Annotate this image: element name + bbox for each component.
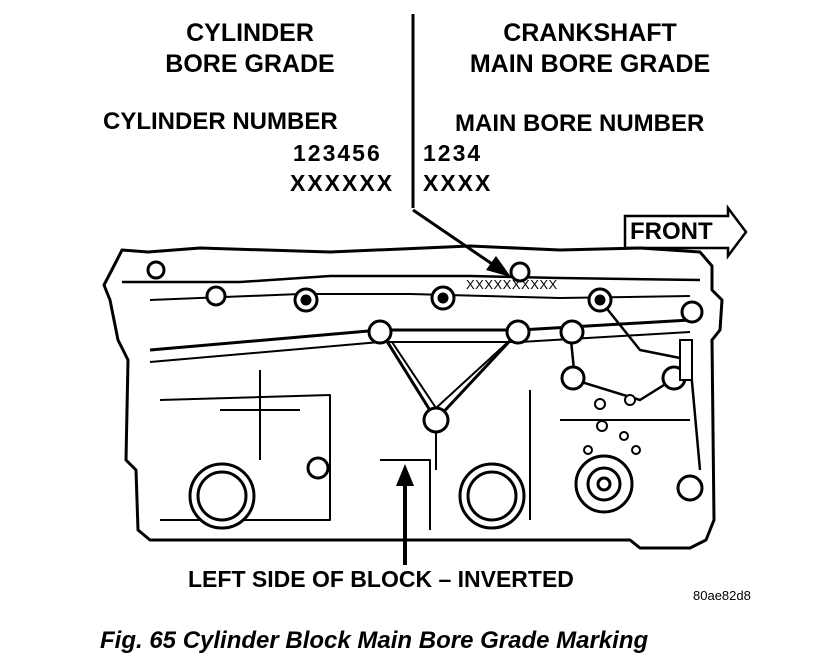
bottom-callout: LEFT SIDE OF BLOCK – INVERTED: [188, 566, 574, 592]
cylinder-numbers: 123456: [293, 140, 382, 166]
front-label: FRONT: [630, 218, 713, 245]
left-header-line2: BORE GRADE: [165, 50, 335, 78]
right-side-features: [583, 339, 693, 455]
right-header-line1: CRANKSHAFT: [503, 19, 677, 47]
right-header: CRANKSHAFT MAIN BORE GRADE: [430, 18, 750, 80]
main-bores: [188, 454, 634, 530]
main-bore-marks: XXXX: [423, 170, 493, 196]
main-bore-number-label: MAIN BORE NUMBER: [455, 110, 705, 137]
pointer-arrowhead: [486, 256, 511, 277]
left-header: CYLINDER BORE GRADE: [120, 18, 380, 80]
cylinder-marks: XXXXXX: [290, 170, 395, 196]
rib-bolts: [306, 300, 704, 502]
figure-code: 80ae82d8: [693, 588, 751, 603]
top-bolts: [146, 260, 613, 313]
pointer-arrow-line: [412, 208, 499, 270]
block-grade-marking: XXXXXXXXXX: [466, 277, 558, 292]
right-header-line2: MAIN BORE GRADE: [469, 50, 711, 78]
left-header-line1: CYLINDER: [186, 19, 314, 47]
figure-caption: Fig. 65 Cylinder Block Main Bore Grade M…: [100, 627, 649, 654]
main-bore-numbers: 1234: [423, 140, 483, 166]
cylinder-number-label: CYLINDER NUMBER: [103, 108, 338, 135]
bottom-arrowhead: [396, 464, 414, 486]
